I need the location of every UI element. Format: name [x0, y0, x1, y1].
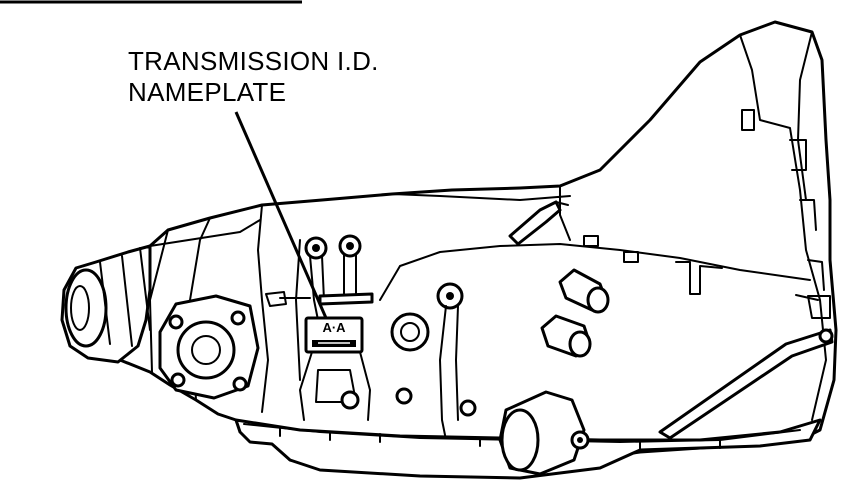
shift-lever-arm — [309, 253, 357, 321]
pressure-port-outer — [390, 312, 430, 352]
case-upper-rib — [391, 185, 571, 241]
shift-shaft — [318, 292, 374, 306]
governor-bore-inner — [191, 335, 221, 365]
cooler-fitting-upper-end — [586, 286, 610, 314]
tail-housing-ribs — [99, 247, 151, 347]
governor-bolt — [232, 376, 248, 392]
cooler-fitting-lower-end — [568, 330, 592, 358]
manual-valve-port — [340, 390, 360, 410]
case-mount-boss — [807, 295, 831, 319]
callout-leader-line — [234, 111, 328, 319]
cooler-line-fitting-inner — [446, 292, 454, 300]
governor-bolt — [170, 372, 186, 388]
detent-lever-pivot-inner — [346, 242, 354, 250]
governor-bolt — [230, 310, 246, 326]
bellhousing-slot — [741, 109, 755, 131]
pan-bolt — [395, 387, 413, 405]
filter-canister-face — [500, 408, 540, 472]
pressure-port-inner — [400, 322, 420, 342]
callout-line-1: TRANSMISSION I.D. — [128, 46, 379, 76]
case-boss — [623, 251, 639, 263]
vent-tube-end — [555, 201, 569, 206]
nameplate-code: A·A — [322, 320, 346, 335]
cooler-line — [439, 305, 459, 441]
shift-lever-pivot-inner — [312, 244, 320, 252]
output-shaft-bore — [70, 285, 90, 331]
case-side-contour — [257, 204, 811, 413]
filler-tube-bolt — [818, 328, 834, 344]
shift-bracket — [265, 291, 311, 307]
pan-bolt — [459, 399, 477, 417]
case-boss — [583, 235, 599, 247]
callout-label: TRANSMISSION I.D. NAMEPLATE — [128, 46, 379, 108]
governor-bolt — [168, 314, 184, 330]
bellhousing-bosses — [789, 139, 825, 301]
case-top-rib — [149, 219, 261, 247]
case-bracket — [675, 261, 723, 295]
vent-tube — [508, 200, 562, 246]
filter-fitting-inner — [577, 437, 583, 443]
callout-line-2: NAMEPLATE — [128, 77, 287, 107]
governor-bore-outer — [176, 320, 236, 380]
